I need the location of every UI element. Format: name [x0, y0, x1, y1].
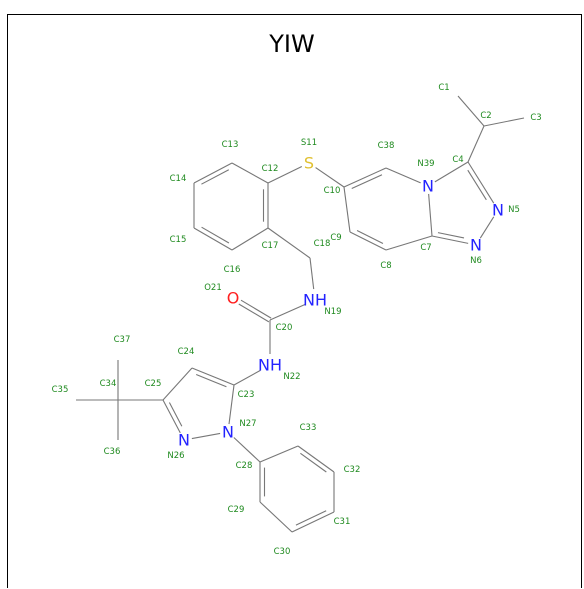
bond-C7-C8	[385, 235, 433, 251]
bond-C18-N19	[309, 257, 315, 290]
atom-label-c12: C12	[262, 164, 279, 174]
bond-C30-C31-inner	[295, 510, 327, 526]
bond-N39-C4	[434, 161, 469, 183]
bond-C12-C13	[231, 162, 269, 184]
bond-C15-C16	[193, 227, 233, 251]
bond-C1-C2	[457, 95, 485, 127]
bond-C20-O21	[240, 299, 272, 319]
bond-S11-C12	[267, 166, 303, 184]
bond-C16-C17	[231, 227, 269, 251]
element-symbol-n5: N	[492, 201, 504, 220]
bond-C30-C31	[291, 511, 335, 533]
atom-label-c18: C18	[314, 239, 331, 249]
atom-label-c37: C37	[114, 335, 131, 345]
bond-C10-S11	[315, 167, 345, 188]
atom-label-c33: C33	[300, 423, 317, 433]
atom-label-c15: C15	[170, 235, 187, 245]
atom-label-c2: C2	[480, 111, 491, 121]
atom-label-c38: C38	[378, 141, 395, 151]
atom-label-c31: C31	[334, 517, 351, 527]
atom-label-c1: C1	[438, 83, 449, 93]
bond-C23-C24-inner	[195, 374, 227, 388]
atom-label-c23: C23	[238, 390, 255, 400]
element-symbol-n27: N	[222, 423, 234, 442]
bond-C9-C10	[343, 186, 351, 233]
atom-label-n27: N27	[239, 419, 256, 429]
bond-C13-C14	[193, 162, 233, 184]
bond-C8-C9-inner	[356, 230, 384, 244]
molecule-title: YIW	[269, 30, 315, 58]
bond-C2-C4	[467, 125, 485, 163]
bond-N19-C20	[269, 303, 306, 321]
diagram-frame	[7, 14, 582, 588]
atom-label-c30: C30	[274, 547, 291, 557]
bond-C17-C18	[267, 227, 311, 259]
bond-C4-N5	[467, 161, 495, 204]
atom-label-n5: N5	[508, 205, 520, 215]
bond-C13-C14-inner	[201, 169, 230, 185]
bond-C25-N26-inner	[168, 402, 183, 427]
atom-label-s11: S11	[301, 138, 317, 148]
atom-label-c10: C10	[324, 186, 341, 196]
bond-C32-C33-inner	[300, 452, 327, 473]
atom-label-c32: C32	[344, 465, 361, 475]
atom-label-c24: C24	[178, 347, 195, 357]
bond-C25-N26	[162, 399, 181, 434]
atom-label-c25: C25	[145, 379, 162, 389]
bond-N6-C7-inner	[437, 232, 465, 239]
atom-label-c17: C17	[262, 241, 279, 251]
atom-label-c36: C36	[104, 447, 121, 457]
atom-label-c35: C35	[52, 385, 69, 395]
bond-N26-N27	[191, 432, 221, 440]
bond-C33-C28	[259, 445, 299, 463]
atom-label-c7: C7	[420, 243, 431, 253]
bond-N27-C28	[233, 437, 261, 463]
bond-layer	[76, 95, 525, 533]
element-symbol-s11: S	[304, 154, 314, 173]
atom-label-o21: O21	[204, 283, 222, 293]
atom-label-n26: N26	[167, 451, 184, 461]
element-symbol-n6: N	[470, 236, 482, 255]
element-symbol-o21: O	[227, 289, 240, 308]
atom-label-c13: C13	[222, 140, 239, 150]
bond-C2-C3	[483, 117, 525, 127]
atom-label-c8: C8	[380, 261, 391, 271]
bond-N22-C23	[233, 369, 261, 386]
bond-C8-C9	[349, 231, 387, 251]
bond-C4-N5-inner	[467, 169, 487, 201]
atom-label-n22: N22	[283, 372, 300, 382]
bond-C20-O21-second	[238, 303, 270, 323]
bond-N6-C7	[431, 235, 469, 244]
element-symbol-n19: NH	[303, 291, 327, 310]
bond-C10-C38-inner	[351, 174, 383, 189]
atom-label-c28: C28	[236, 461, 253, 471]
bond-C29-C30	[259, 501, 293, 533]
atom-label-c4: C4	[452, 155, 463, 165]
bond-C10-C38	[343, 167, 387, 188]
bond-C15-C16-inner	[201, 226, 230, 244]
bond-N27-C23	[228, 384, 235, 425]
atom-label-c14: C14	[170, 174, 187, 184]
bond-N5-N6	[479, 216, 495, 239]
atom-label-c16: C16	[224, 265, 241, 275]
bond-C38-N39	[385, 167, 421, 184]
atom-label-n19: N19	[324, 307, 341, 317]
atom-label-n39: N39	[417, 159, 434, 169]
element-symbol-n22: NH	[258, 356, 282, 375]
atom-label-n6: N6	[470, 256, 482, 266]
bond-C7-N39	[428, 193, 433, 237]
bond-C32-C33	[297, 445, 335, 473]
atom-label-c9: C9	[330, 233, 341, 243]
atom-label-c20: C20	[276, 323, 293, 333]
atom-label-c34: C34	[100, 379, 117, 389]
element-symbol-n26: N	[178, 431, 190, 450]
atom-label-c3: C3	[530, 113, 541, 123]
bond-C23-C24	[191, 367, 235, 386]
element-symbol-n39: N	[422, 177, 434, 196]
bond-C24-C25	[162, 367, 193, 401]
atom-label-c29: C29	[228, 505, 245, 515]
